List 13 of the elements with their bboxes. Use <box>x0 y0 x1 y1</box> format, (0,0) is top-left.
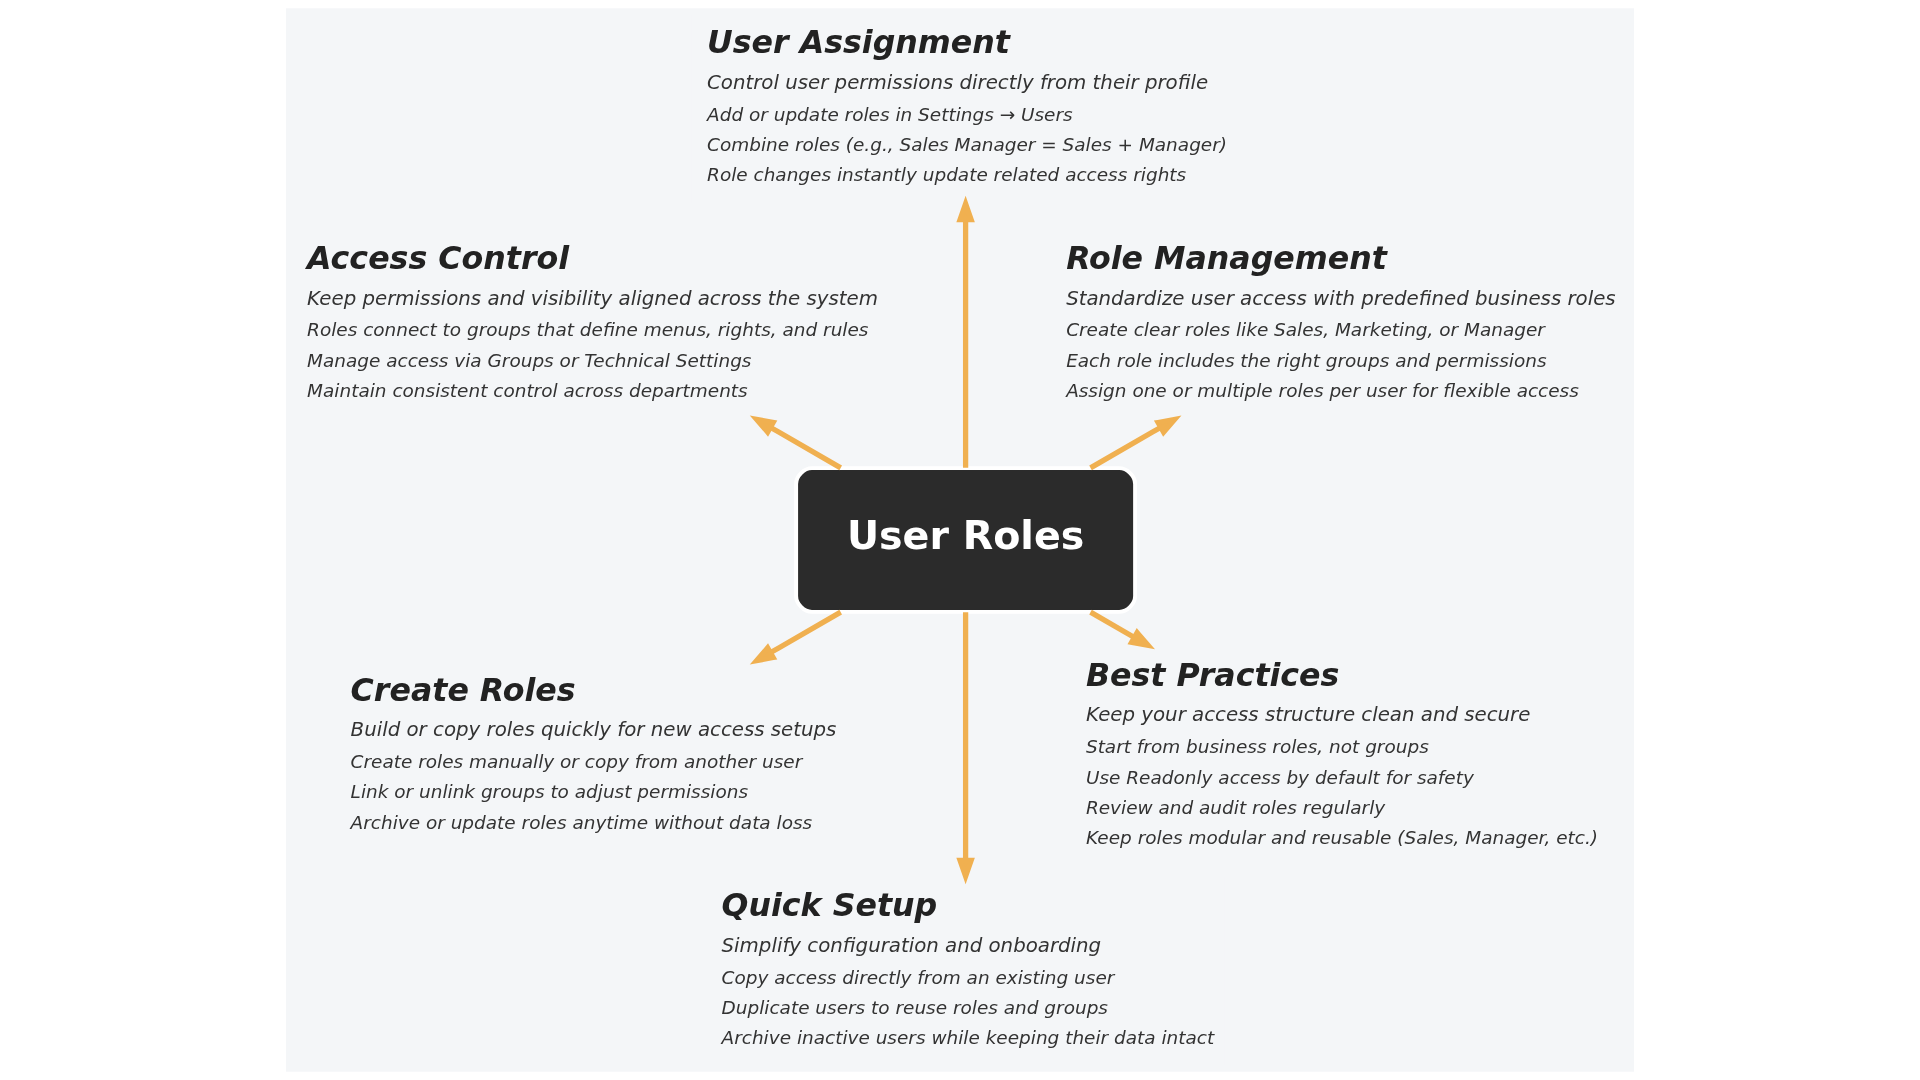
arrow <box>749 609 842 665</box>
arrow <box>956 612 975 885</box>
node-text: Quick Setup Simplify configuration and onboarding Copy access directly from an existing user Duplicate users to reuse roles and groups Archive inactive users while keeping their data intact <box>721 887 1215 1049</box>
arrow <box>956 195 975 468</box>
arrow <box>1089 415 1182 471</box>
arrow <box>1089 609 1156 650</box>
node-box: User Roles <box>794 466 1138 614</box>
node-text: Access Control Keep permissions and visibility aligned across the system Roles connect to groups that define menus, rights, and rules Manage access via Groups or Technical Settings Maintain consistent control across departments <box>307 240 878 402</box>
node-text: Best Practices Keep your access structure clean and secure Start from business roles, not groups Use Readonly access by default for safety Review and audit roles regularly Keep roles modular and reusable (Sales, Manager, etc.) <box>1085 657 1599 849</box>
node-text: User Assignment Control user permissions directly from their profile Add or update roles in Settings → Users Combine roles (e.g., Sales Manager = Sales + Manager) Role changes instantly update related access rights <box>707 24 1228 186</box>
node-text: Role Management Standardize user access with predefined business roles Create clear roles like Sales, Marketing, or Manager Each role includes the right groups and permissions Assign one or multiple roles per user for flexible access <box>1066 240 1616 402</box>
node-text: Create Roles Build or copy roles quickly for new access setups Create roles manually or copy from another user Link or unlink groups to adjust permissions Archive or update roles anytime without data loss <box>350 671 837 833</box>
arrow <box>749 415 842 471</box>
